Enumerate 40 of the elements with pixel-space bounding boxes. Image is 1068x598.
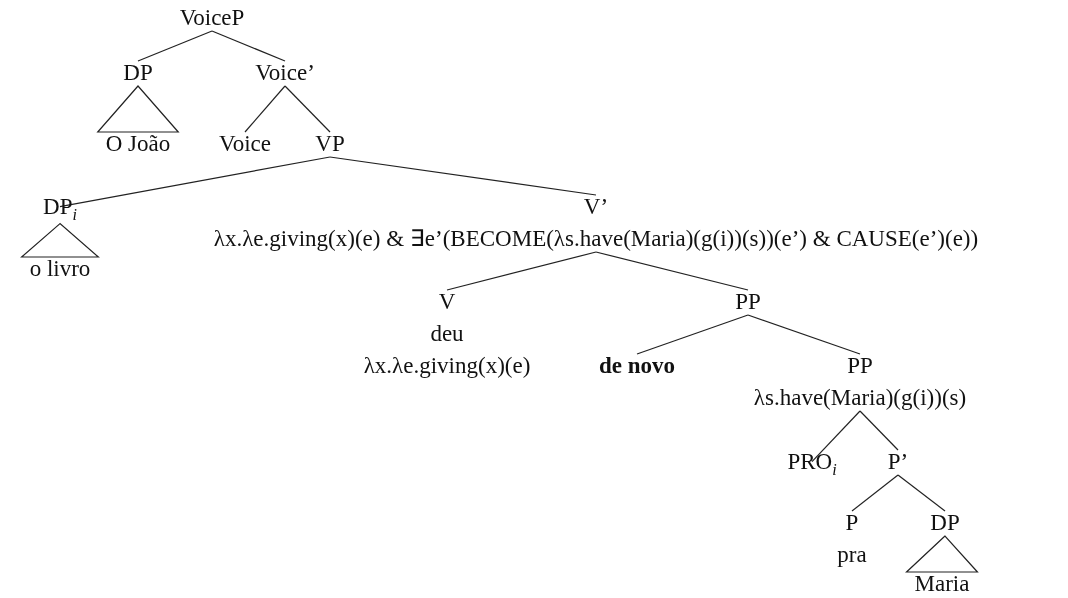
word-label: deu — [429, 320, 465, 348]
branch-line — [284, 85, 331, 133]
branch-line — [811, 410, 861, 463]
branch-line — [595, 251, 749, 291]
phrase-label: V’ — [582, 193, 610, 221]
branch-line — [851, 474, 899, 512]
roof-triangle — [20, 222, 100, 258]
semantic-formula: λx.λe.giving(x)(e) — [363, 352, 531, 380]
branch-line — [636, 314, 749, 355]
branch-line — [137, 30, 213, 62]
head-label: Voice — [219, 128, 271, 160]
phrase-label: P’ — [887, 446, 909, 478]
head-label: P — [844, 509, 860, 537]
roof-triangle — [96, 85, 180, 133]
branch-line — [859, 410, 899, 451]
word-label: pra — [837, 541, 867, 569]
branch-line — [59, 156, 331, 208]
word-label: Maria — [914, 568, 970, 598]
branch-line — [897, 474, 946, 512]
head-label: V — [437, 288, 457, 316]
semantic-formula: λs.have(Maria)(g(i))(s) — [753, 384, 967, 412]
semantic-formula: λx.λe.giving(x)(e) & ∃e’(BECOME(λs.have(Maria)(g(i))(s))(e’) & CAUSE(e’)(e)) — [213, 225, 979, 253]
adverb-label: de novo — [599, 350, 675, 382]
phrase-label: DP — [930, 507, 960, 539]
branch-line — [446, 251, 597, 291]
phrase-label: PP — [846, 352, 874, 380]
roof-triangle — [905, 535, 979, 573]
branch-line — [329, 156, 597, 196]
word-label: o livro — [29, 253, 91, 285]
word-label: O João — [105, 128, 171, 160]
phrase-label: PRO$_{i}$ — [787, 446, 837, 478]
phrase-label: DP$_{i}$ — [43, 191, 77, 223]
branch-line — [211, 30, 286, 62]
branch-line — [747, 314, 861, 355]
phrase-label: VoiceP — [179, 2, 245, 34]
branch-line — [244, 85, 286, 133]
phrase-label: PP — [735, 286, 761, 318]
phrase-label: Voice’ — [255, 57, 315, 89]
phrase-label: VP — [315, 128, 345, 160]
phrase-label: DP — [123, 57, 153, 89]
